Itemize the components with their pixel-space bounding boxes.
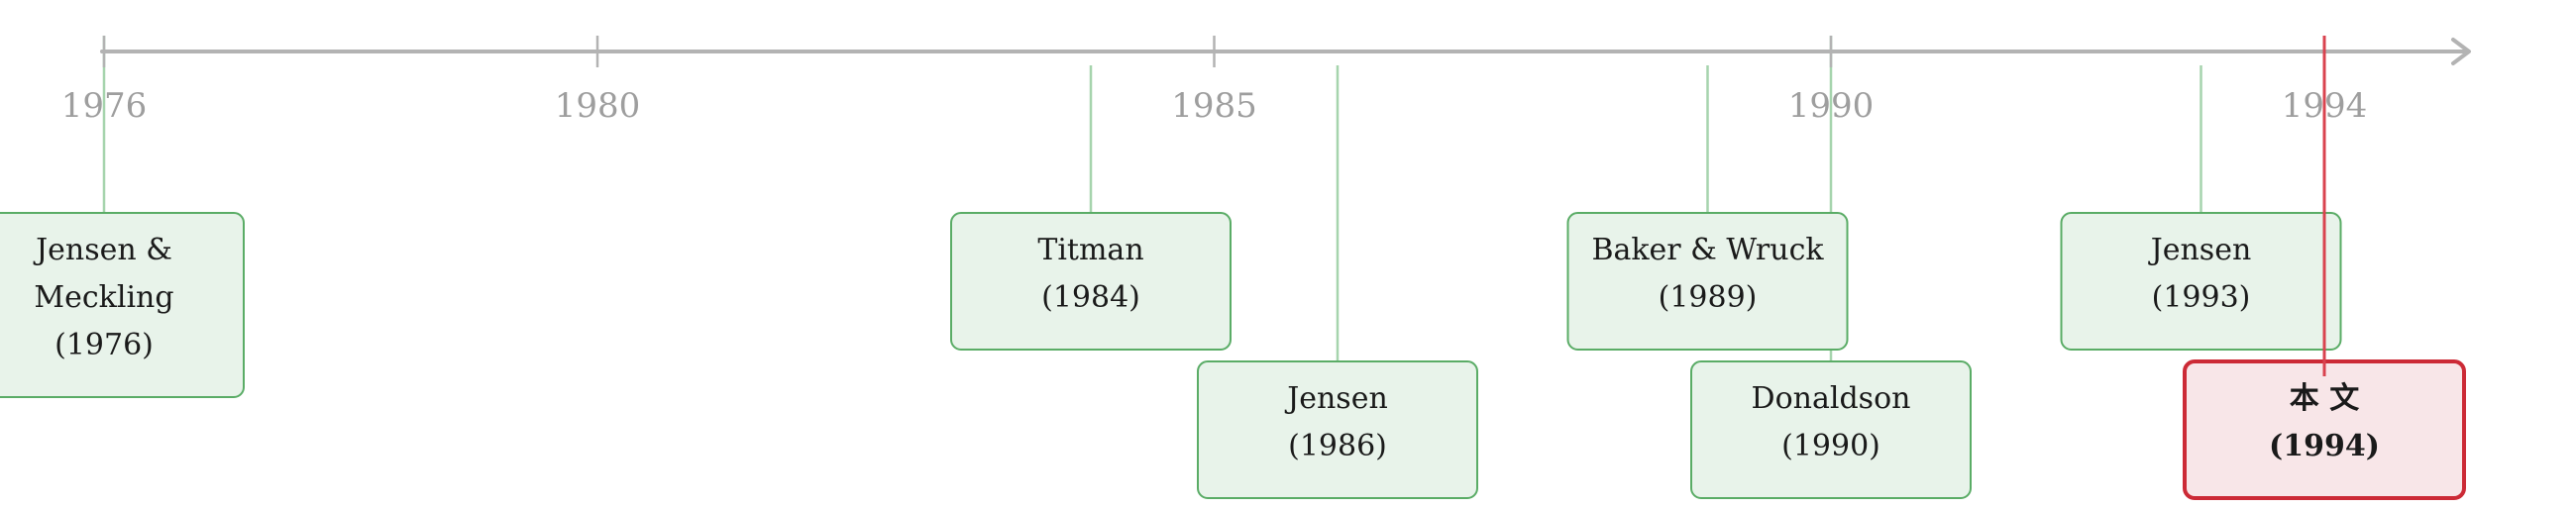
entry-label-line: (1993) bbox=[2152, 280, 2251, 315]
entries-layer: Jensen & Meckling (1976) Titman (1984) Jensen… bbox=[0, 212, 2466, 500]
entry-box bbox=[1566, 212, 1849, 351]
timeline-entry: Baker & Wruck (1989) bbox=[1566, 212, 1849, 351]
tick-label: 1985 bbox=[1171, 86, 1257, 126]
entry-box bbox=[0, 212, 245, 398]
highlight-entry: 本 文 (1994) bbox=[2183, 359, 2466, 500]
tick-label: 1990 bbox=[1788, 86, 1875, 126]
entry-box bbox=[950, 212, 1232, 351]
entry-label-line: (1989) bbox=[1659, 280, 1758, 315]
timeline-entry: Jensen (1986) bbox=[1197, 360, 1478, 499]
entry-label-line: Meckling bbox=[34, 280, 173, 315]
entry-label-line: (1976) bbox=[54, 328, 154, 362]
entry-label-line: (1986) bbox=[1288, 429, 1387, 463]
entry-box bbox=[1690, 360, 1972, 499]
entry-label-line: 本 文 bbox=[2290, 381, 2359, 416]
entry-label-line: (1990) bbox=[1781, 429, 1880, 463]
timeline-entry: Titman (1984) bbox=[950, 212, 1232, 351]
entry-label-line: Baker & Wruck bbox=[1591, 233, 1824, 267]
entry-label-line: Jensen bbox=[2148, 233, 2252, 267]
entry-label-line: Jensen bbox=[1284, 381, 1388, 416]
entry-label-line: (1984) bbox=[1041, 280, 1140, 315]
tick-label: 1980 bbox=[555, 86, 641, 126]
entry-label-line: Jensen & bbox=[33, 233, 172, 267]
timeline-entry: Donaldson (1990) bbox=[1690, 360, 1972, 499]
entry-label-line: (1994) bbox=[2269, 429, 2380, 463]
entry-label-line: Titman bbox=[1037, 233, 1143, 267]
timeline-entry: Jensen (1993) bbox=[2060, 212, 2342, 351]
tick-label: 1976 bbox=[61, 86, 148, 126]
timeline-entry: Jensen & Meckling (1976) bbox=[0, 212, 245, 398]
entry-box bbox=[1197, 360, 1478, 499]
axis-arrowhead bbox=[2451, 38, 2471, 65]
entry-box bbox=[2060, 212, 2342, 351]
entry-label-line: Donaldson bbox=[1752, 381, 1911, 416]
connectors-layer bbox=[102, 36, 2202, 379]
